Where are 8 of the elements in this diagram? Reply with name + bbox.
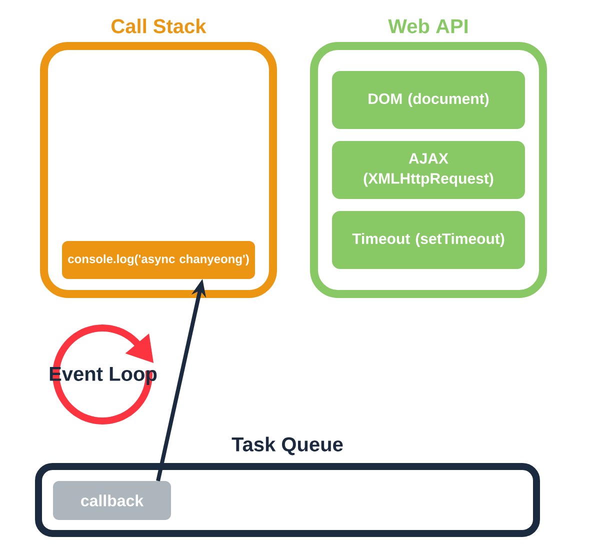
box-title: Task Queue [232,436,343,456]
item-box: AJAX (XMLHttpRequest) [332,141,525,199]
code-box: console.log('async chanyeong') [62,241,255,279]
item-box: DOM (document) [332,71,525,129]
task-box: callback [53,481,171,520]
item-box: Timeout (setTimeout) [332,211,525,269]
box-title: Web API [388,18,468,34]
box-title: Call Stack [112,18,206,34]
